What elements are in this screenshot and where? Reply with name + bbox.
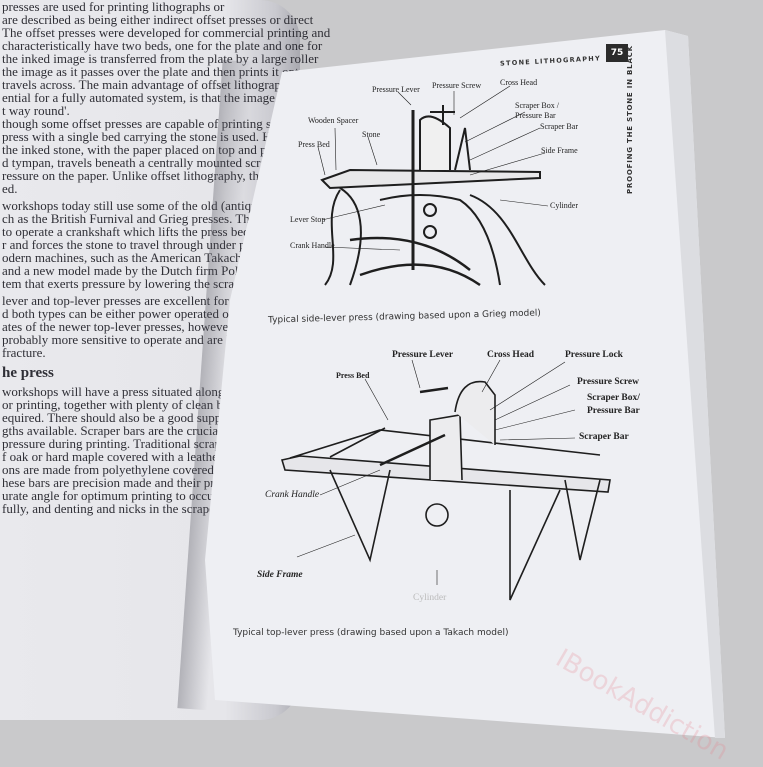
text-line: and a new model made by the Dutch firm P…: [2, 263, 280, 278]
cylinder-wheel: [423, 203, 437, 217]
text-line: the image as it passes over the plate an…: [2, 64, 306, 79]
text-line: the inked stone, with the paper placed o…: [2, 142, 309, 157]
text-line: press with a single bed carrying the sto…: [2, 129, 288, 144]
left-legs: [324, 187, 362, 286]
label-scraper-box: Scraper Box/: [587, 393, 640, 403]
text-line: probably more sensitive to operate and a…: [2, 332, 279, 347]
label-pressure-screw: Pressure Screw: [432, 81, 482, 90]
text-line: ressure on the paper. Unlike offset lith…: [2, 168, 300, 183]
label-cross-head: Cross Head: [487, 350, 535, 360]
text-line: ons are made from polyethylene covered w…: [2, 462, 241, 477]
label-scraper-box: Scraper Box /: [515, 101, 559, 110]
text-line: f oak or hard maple covered with a leath…: [2, 449, 249, 464]
label-stone: Stone: [362, 130, 381, 139]
text-line: d tympan, travels beneath a centrally mo…: [2, 155, 303, 170]
side-frame-legs: [329, 469, 601, 601]
text-line: lever and top-lever presses are excellen…: [2, 293, 274, 308]
label-pressure-screw: Pressure Screw: [577, 377, 640, 387]
text-line: ates of the newer top-lever presses, how…: [2, 319, 268, 334]
text-line: fracture.: [2, 345, 46, 360]
text-line: fully, and denting and nicks in the scra…: [2, 501, 220, 516]
text-line: or printing, together with plenty of cle…: [2, 397, 280, 412]
text-line: ential for a fully automated system, is …: [2, 90, 327, 105]
text-line: urate angle for optimum printing to occu…: [2, 488, 218, 503]
section-heading: he press: [2, 365, 54, 381]
cross-head: [454, 380, 496, 445]
text-line: presses are used for printing lithograph…: [2, 0, 225, 14]
pressure-screw: [430, 105, 455, 125]
label-wooden-spacer: Wooden Spacer: [308, 116, 359, 125]
label-lever-stop: Lever Stop: [290, 215, 326, 224]
bed-frame: [289, 427, 601, 459]
figure2-caption: Typical top-lever press (drawing based u…: [233, 628, 509, 638]
cross-head: [419, 115, 451, 170]
label-pressure-bar: Pressure Bar: [515, 111, 556, 120]
text-line: hese bars are precision made and their p…: [2, 475, 239, 490]
press-column: [429, 414, 463, 481]
text-line: d both types can be either power operate…: [2, 306, 278, 321]
cylinder: [425, 503, 449, 527]
text-line: workshops today still use some of the ol…: [2, 198, 268, 213]
text-line: pressure during printing. Traditional sc…: [2, 436, 281, 451]
text-line: ed.: [2, 181, 18, 196]
press-bed: [320, 168, 541, 190]
label-crank-handle: Crank Handle: [265, 490, 320, 500]
label-scraper-bar: Scraper Bar: [540, 122, 578, 131]
text-line: though some offset presses are capable o…: [2, 116, 297, 131]
gear-wheel: [423, 225, 437, 239]
label-pressure-lock: Pressure Lock: [565, 350, 623, 360]
label-pressure-bar: Pressure Bar: [587, 406, 640, 416]
text-line: are described as being either indirect o…: [2, 12, 314, 27]
label-pressure-lever: Pressure Lever: [372, 85, 420, 94]
text-line: r and forces the stone to travel through…: [2, 237, 286, 252]
right-legs: [379, 194, 546, 286]
label-side-frame: Side Frame: [541, 146, 578, 155]
text-line: The offset presses were developed for co…: [2, 25, 331, 40]
text-line: the inked image is transferred from the …: [2, 51, 319, 66]
side-frame: [454, 127, 471, 171]
text-line: tem that exerts pressure by lowering the…: [2, 276, 274, 291]
label-side-frame: Side Frame: [257, 570, 303, 580]
left-page-text: presses are used for printing lithograph…: [2, 0, 331, 516]
text-line: travels across. The main advantage of of…: [2, 77, 294, 92]
text-line: t way round'.: [2, 103, 70, 118]
label-cross-head: Cross Head: [500, 78, 538, 87]
text-line: characteristically have two beds, one fo…: [2, 38, 323, 53]
label-cylinder: Cylinder: [550, 201, 578, 210]
text-line: to operate a crankshaft which lifts the …: [2, 224, 297, 239]
label-crank-handle: Crank Handle: [290, 241, 335, 250]
pressure-lever: [419, 386, 449, 394]
text-line: gths available. Scraper bars are the cru…: [2, 423, 283, 438]
page-stack-edge: [665, 30, 725, 738]
label-press-bed: Press Bed: [298, 140, 330, 149]
text-line: ch as the British Furnival and Grieg pre…: [2, 211, 308, 226]
crank-handle: [379, 433, 446, 467]
label-cylinder: Cylinder: [413, 593, 447, 603]
label-scraper-bar: Scraper Bar: [579, 432, 629, 442]
label-pressure-lever: Pressure Lever: [392, 350, 454, 360]
label-press-bed: Press Bed: [336, 371, 370, 380]
cross-brace: [349, 236, 481, 287]
page-number: 75: [606, 44, 628, 62]
